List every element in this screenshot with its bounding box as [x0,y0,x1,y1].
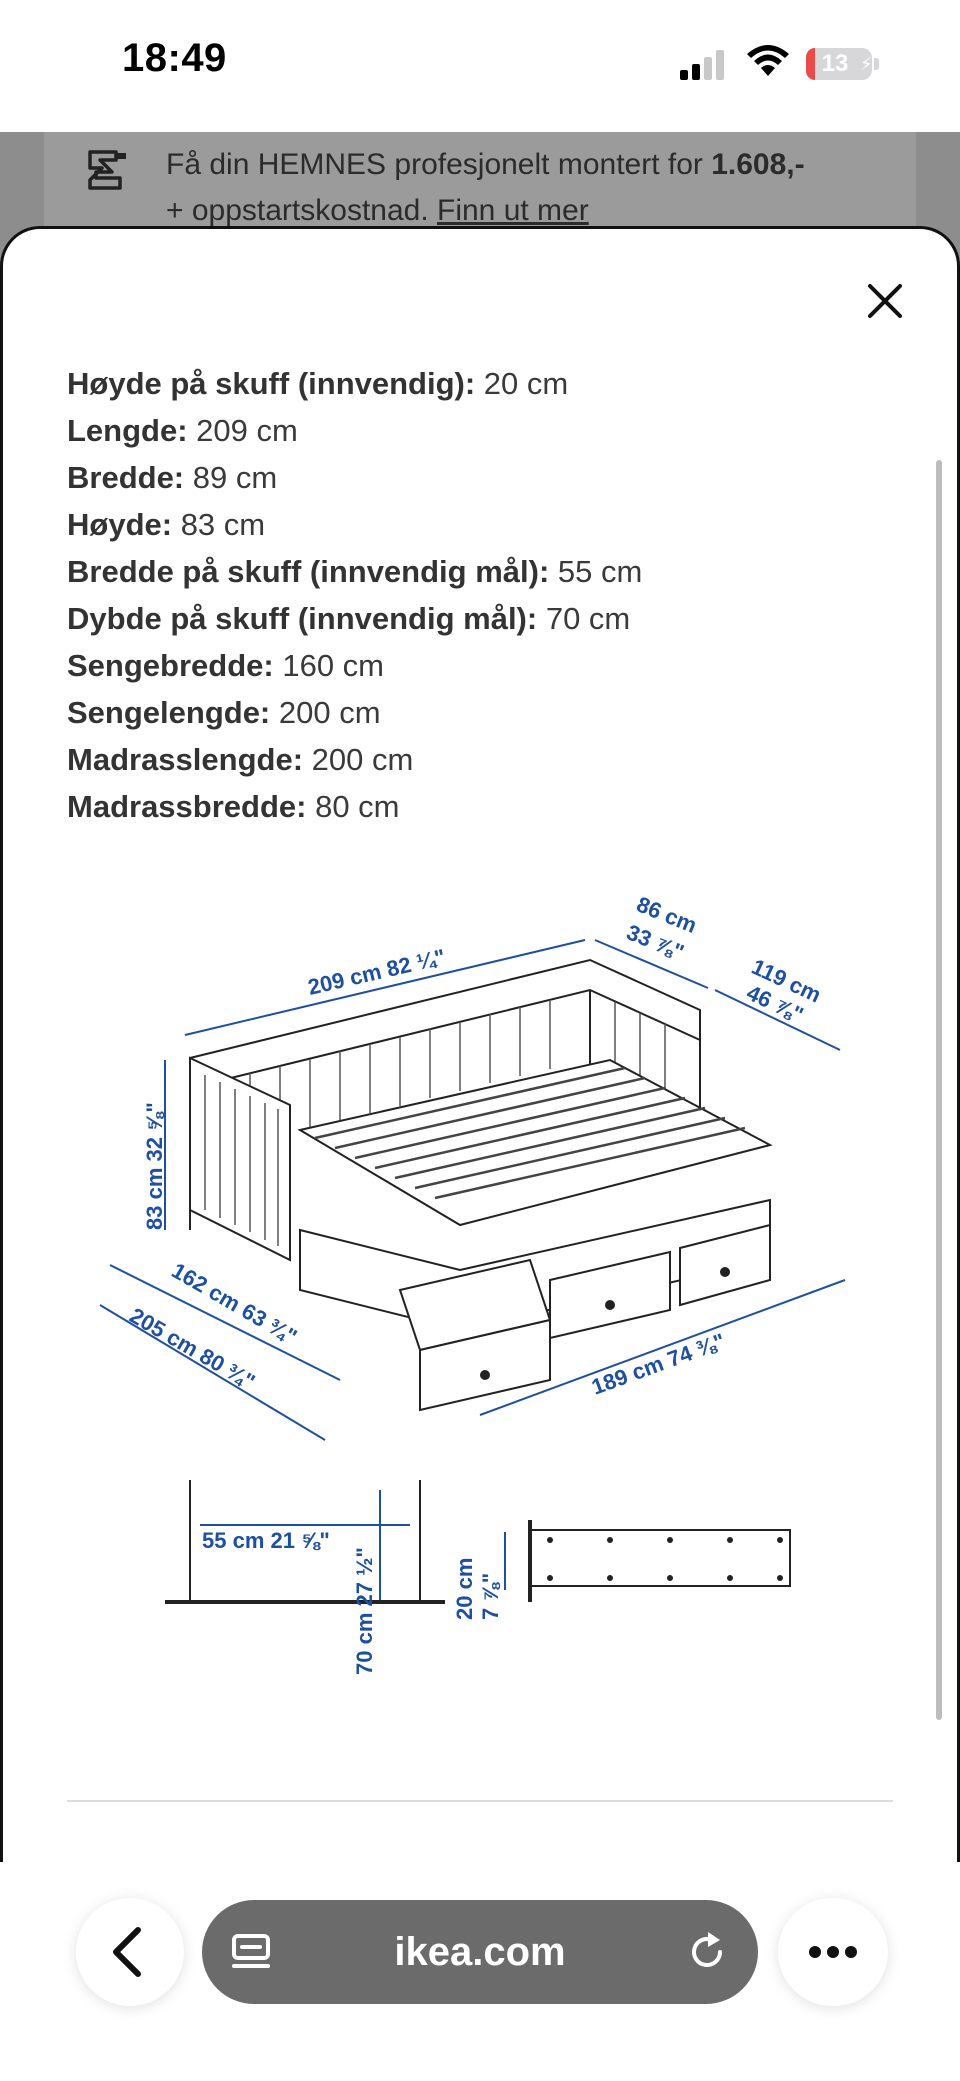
spec-label: Madrasslengde: [67,742,304,777]
spec-value: 70 cm [537,601,631,636]
address-bar[interactable] [202,1900,758,2004]
home-indicator-area [0,2070,960,2081]
spec-label: Bredde på skuff (innvendig mål): [67,554,550,589]
charging-bolt-icon: ⚡ [860,54,873,74]
spec-label: Lengde: [67,413,188,448]
measurements-sheet [0,226,960,1946]
status-bar: 18:49 13 ⚡ [0,0,960,132]
close-icon[interactable] [862,278,908,324]
promo-price: 1.608,- [711,148,805,181]
spec-row: Bredde på skuff (innvendig mål): 55 cm [67,548,887,595]
battery-cap [874,58,879,70]
url-text[interactable]: ikea.com [394,1930,566,1974]
battery-fill [806,48,815,80]
cellular-signal-icon [680,50,724,80]
spec-value: 160 cm [273,648,384,683]
promo-suffix: + oppstartskostnad. [166,194,437,227]
assembly-promo-text: Få din HEMNES profesjonelt montert for 1… [166,142,906,234]
clock: 18:49 [122,36,227,80]
spec-label: Bredde: [67,460,185,495]
promo-prefix: Få din HEMNES profesjonelt montert for [166,148,712,181]
spec-row: Høyde på skuff (innvendig): 20 cm [67,360,887,407]
section-divider [67,1800,893,1802]
spec-value: 55 cm [549,554,643,589]
dim-drawer-span-label: 189 cm 74 ⅜" [588,1328,728,1399]
spec-row: Sengebredde: 160 cm [67,642,887,689]
spec-label: Høyde: [67,507,173,542]
spec-row: Lengde: 209 cm [67,407,887,454]
battery-icon: 13 ⚡ [806,48,873,80]
ellipsis-icon [809,1946,857,1958]
drawer-height-in-label: 7 ⅞" [478,1573,503,1620]
spec-label: Høyde på skuff (innvendig): [67,366,476,401]
reload-icon[interactable] [686,1930,730,1974]
spec-row: Høyde: 83 cm [67,501,887,548]
dim-height-label: 83 cm 32 ⅝" [142,1102,167,1230]
dim-length-label: 209 cm 82 ¼" [306,944,448,1000]
spec-row: Madrassbredde: 80 cm [67,783,887,830]
spec-label: Madrassbredde: [67,789,307,824]
drill-icon [88,150,126,190]
spec-value: 200 cm [303,742,414,777]
spec-row: Sengelengde: 200 cm [67,689,887,736]
sheet-scrollbar[interactable] [936,460,942,1720]
dimension-drawing: 209 cm 82 ¼" 86 cm 33 ⅞" 119 cm 46 ⅞" 83… [99,891,846,1675]
measurement-list: Høyde på skuff (innvendig): 20 cm Lengde… [67,360,887,830]
battery-percent: 13 [821,50,849,77]
chevron-left-icon [113,1927,141,1977]
spec-row: Bredde: 89 cm [67,454,887,501]
more-button[interactable] [778,1898,888,2006]
spec-row: Madrasslengde: 200 cm [67,736,887,783]
spec-value: 89 cm [184,460,278,495]
spec-label: Sengebredde: [67,648,274,683]
drawer-height-cm-label: 20 cm [452,1558,477,1620]
spec-value: 200 cm [270,695,381,730]
drawer-width-label: 55 cm 21 ⅝" [202,1528,330,1553]
wifi-icon [747,45,789,76]
spec-value: 209 cm [187,413,298,448]
page-menu-icon[interactable] [232,1934,272,1970]
spec-value: 80 cm [306,789,400,824]
back-button[interactable] [76,1898,184,2006]
spec-label: Sengelengde: [67,695,271,730]
spec-label: Dybde på skuff (innvendig mål): [67,601,538,636]
drawer-depth-label: 70 cm 27 ½" [352,1547,377,1675]
promo-link[interactable]: Finn ut mer [437,194,589,227]
spec-value: 20 cm [475,366,569,401]
spec-value: 83 cm [172,507,266,542]
spec-row: Dybde på skuff (innvendig mål): 70 cm [67,595,887,642]
